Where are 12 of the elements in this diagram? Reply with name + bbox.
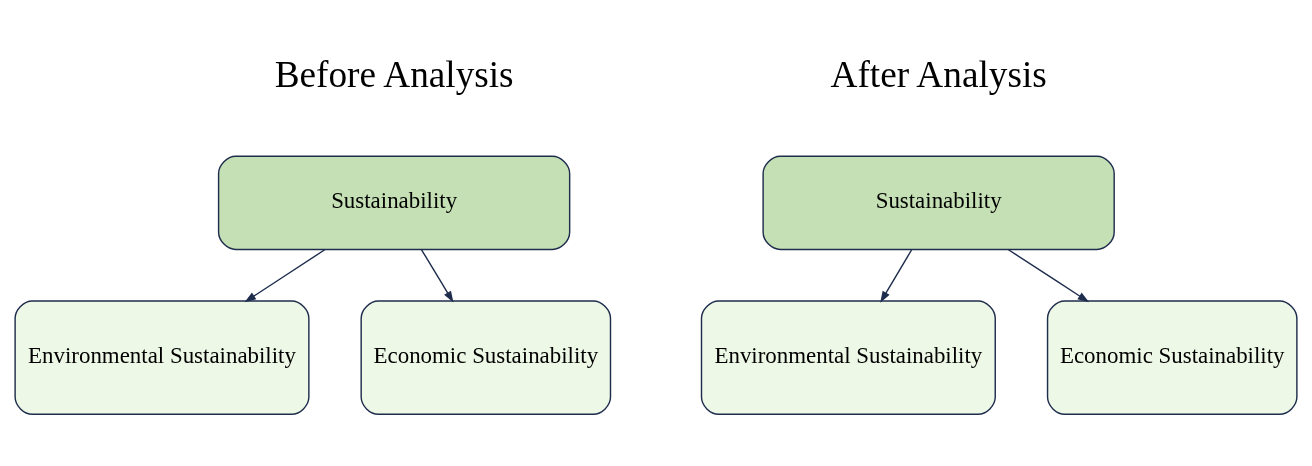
node-box: Economic Sustainability: [1046, 300, 1298, 415]
arrow: [1007, 248, 1090, 303]
node-box: Environmental Sustainability: [700, 300, 996, 415]
node-box: Sustainability: [217, 155, 571, 251]
arrow: [420, 248, 454, 303]
node-box: Economic Sustainability: [360, 300, 612, 415]
arrow: [880, 248, 913, 303]
label: Before Analysis: [274, 54, 514, 96]
arrow: [244, 248, 326, 303]
label: After Analysis: [830, 54, 1047, 96]
node-box: Environmental Sustainability: [14, 300, 310, 415]
node-box: Sustainability: [762, 155, 1115, 251]
